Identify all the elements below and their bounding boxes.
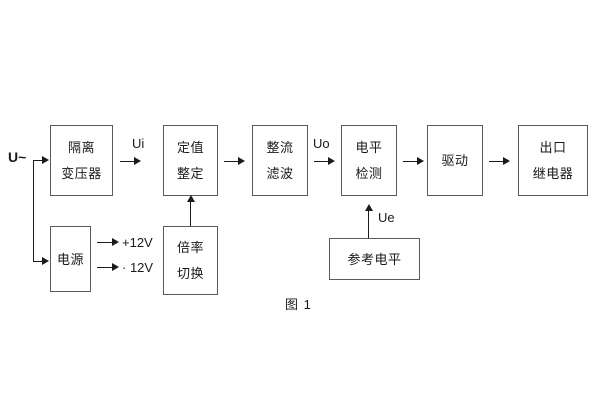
rail-positive-label: +12V [122,235,153,250]
block-multiplier-switch[interactable]: 倍率 切换 [163,226,218,295]
rail-negative-line [97,267,114,268]
rail-positive-arrow-icon [112,238,119,246]
rail-negative-arrow-icon [112,263,119,271]
block-multiplier-switch-line1: 倍率 [176,240,204,255]
signal-label-uo: Uo [313,136,330,151]
block-power-supply[interactable]: 电源 [50,226,91,292]
block-setpoint-setting[interactable]: 定值 整定 [163,125,218,196]
arrow-reference-to-level-icon [365,204,373,211]
arrow-level-to-driver-line [403,161,419,162]
branch-to-transformer-line [33,160,43,161]
block-rectify-filter[interactable]: 整流 滤波 [252,125,308,196]
input-trunk-vertical [33,160,34,261]
figure-caption: 图 1 [285,297,312,312]
block-power-supply-line1: 电源 [56,251,84,267]
signal-label-ui: Ui [132,136,145,151]
block-reference-level[interactable]: 参考电平 [329,238,420,280]
arrow-multiplier-to-setpoint-icon [187,195,195,202]
arrow-driver-to-relay-icon [503,157,510,165]
rail-negative-label: · 12V [122,260,154,275]
block-setpoint-setting-line2: 整定 [176,166,204,181]
block-setpoint-setting-line1: 定值 [176,140,204,155]
block-isolation-transformer-line1: 隔离 [67,140,95,155]
input-source-label: U~ [8,149,27,165]
block-reference-level-line1: 参考电平 [347,251,402,267]
block-multiplier-switch-line2: 切换 [176,266,204,281]
block-level-detection-line2: 检测 [355,166,383,181]
branch-to-transformer-arrow-icon [42,156,49,164]
block-level-detection[interactable]: 电平 检测 [341,125,397,196]
block-output-relay-line1: 出口 [539,140,567,155]
block-driver[interactable]: 驱动 [427,125,483,196]
branch-to-power-arrow-icon [42,257,49,265]
arrow-setpoint-to-rectify-icon [238,157,245,165]
block-output-relay[interactable]: 出口 继电器 [518,125,588,196]
signal-label-ue: Ue [378,210,395,225]
arrow-driver-to-relay-line [489,161,505,162]
arrow-setpoint-to-rectify-line [224,161,240,162]
arrow-reference-to-level-line [368,210,369,238]
arrow-rectify-to-level-icon [328,157,335,165]
block-driver-line1: 驱动 [441,153,469,168]
arrow-level-to-driver-icon [417,157,424,165]
arrow-multiplier-to-setpoint-line [190,201,191,226]
block-output-relay-line2: 继电器 [532,166,574,181]
block-isolation-transformer-line2: 变压器 [61,166,102,181]
arrow-transformer-to-setpoint-icon [134,157,141,165]
arrow-rectify-to-level-line [314,161,330,162]
block-rectify-filter-line1: 整流 [266,140,294,155]
block-rectify-filter-line2: 滤波 [266,166,294,181]
block-isolation-transformer[interactable]: 隔离 变压器 [50,125,113,196]
branch-to-power-line [33,261,43,262]
block-level-detection-line1: 电平 [355,140,383,155]
rail-positive-line [97,242,114,243]
arrow-transformer-to-setpoint-line [120,161,136,162]
